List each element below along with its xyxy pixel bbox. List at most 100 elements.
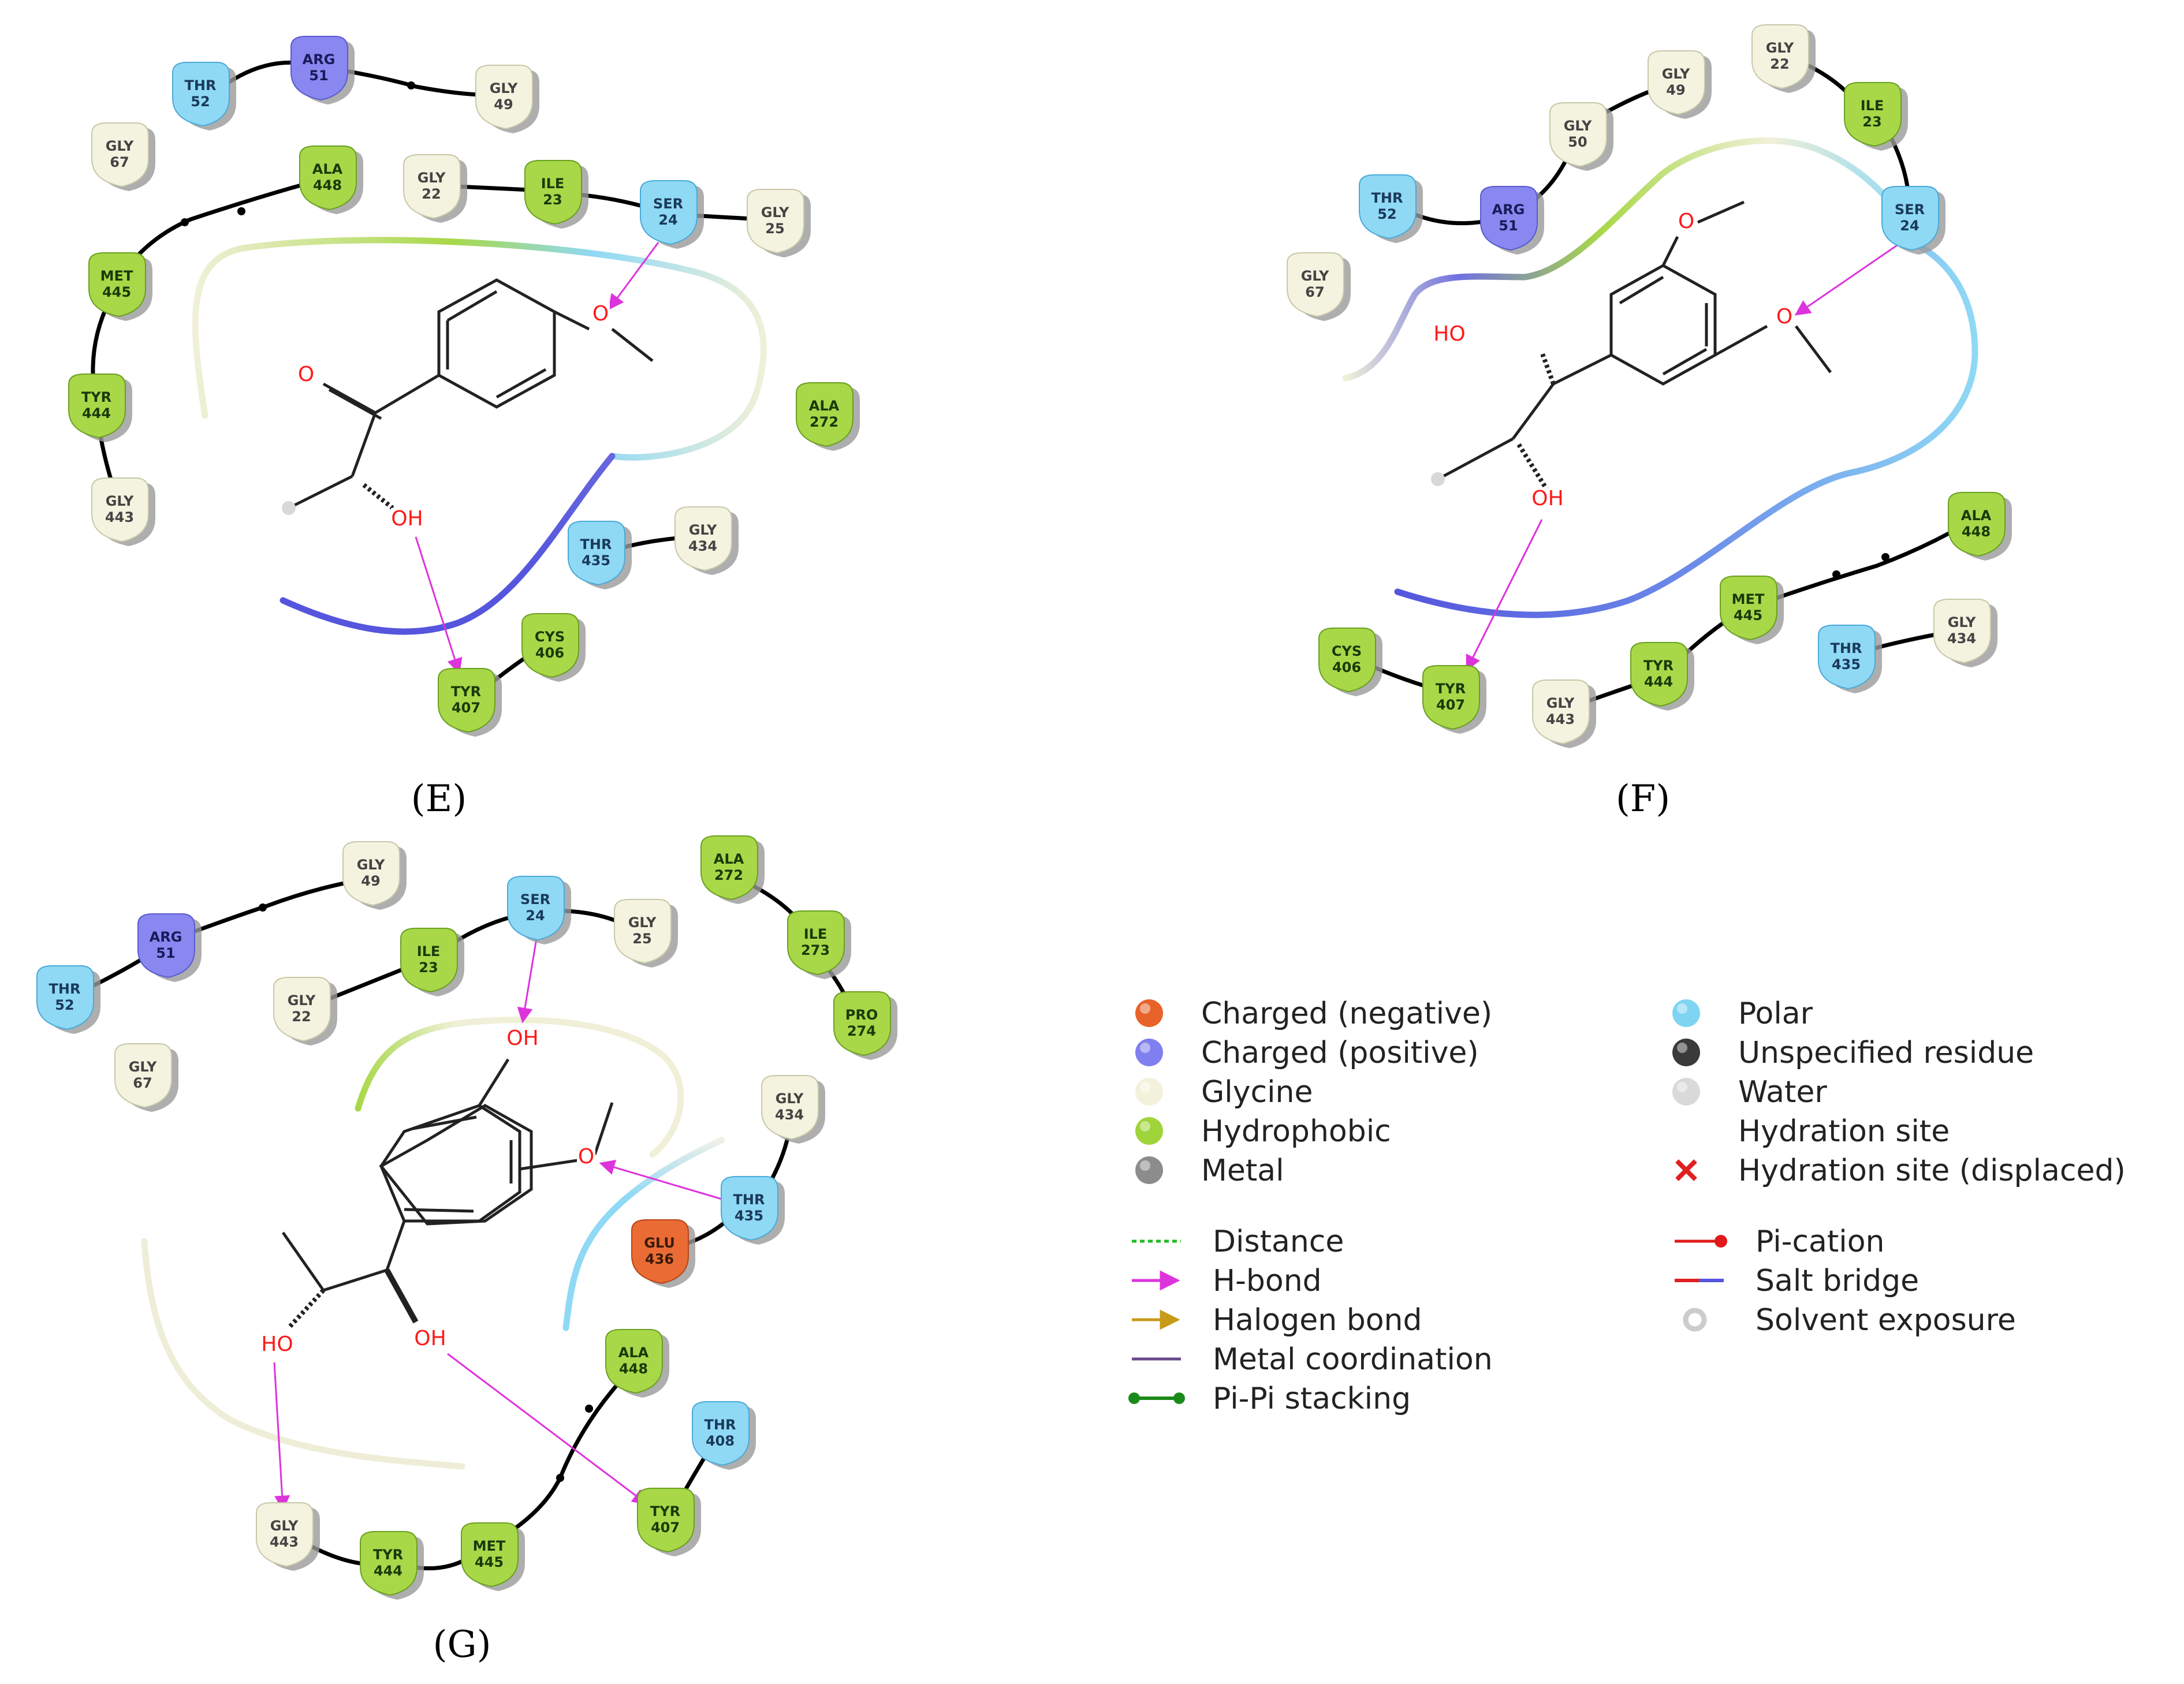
legend-label: H-bond [1213,1264,1322,1298]
residue-number: 273 [801,942,830,958]
legend-item-metal-coordination: Metal coordination [1132,1342,1493,1377]
residue-number: 443 [270,1534,299,1550]
pocket-outline-g [355,1017,684,1158]
residue-number: 448 [619,1361,648,1377]
residue-name: GLY [1546,695,1575,711]
backbone-e-2 [91,177,324,503]
hbond-g-ser24 [517,935,538,1024]
residue-name: MET [473,1538,506,1554]
ligand-atom-label: OH [506,1026,538,1050]
residue-number: 24 [525,908,545,924]
residue-name: ARG [1492,201,1525,218]
residue-number: 52 [55,997,74,1013]
atom-bg [1677,211,1695,234]
pipi-dot [1173,1392,1185,1404]
hbond-f-ser24 [1794,244,1898,316]
residue-marker [1881,186,1939,251]
legend-swatch [1135,999,1163,1027]
residue-name: GLY [761,204,789,221]
residue-name: THR [49,981,81,997]
residue-name: THR [580,536,612,552]
residue-number: 443 [105,509,134,525]
legend-label: Pi-cation [1756,1224,1885,1259]
residue-marker [68,374,126,439]
residue-number: 49 [1666,82,1685,98]
residue-number: 25 [632,931,651,947]
residue-name: SER [1895,201,1925,218]
legend-item-polar: Polar [1672,996,1813,1031]
residue-marker [461,1522,519,1588]
legend-residue-types: Charged (negative)Charged (positive)Glyc… [1135,996,2126,1188]
residue-number: 434 [1947,630,1976,647]
residue-marker [1422,665,1480,730]
residue-name: MET [1732,591,1765,607]
panel-label-g: (G) [433,1623,491,1666]
residue-number: 22 [422,186,441,202]
residue-name: ALA [618,1345,649,1361]
residue-name: GLY [490,80,518,96]
residue-marker [91,477,149,543]
residue-number: 434 [688,538,717,554]
legend-label: Metal coordination [1213,1342,1493,1377]
legend-swatch [1672,999,1700,1027]
residue-marker [674,506,732,572]
residue-number: 407 [1436,697,1465,713]
residue-number: 444 [1644,674,1673,690]
pocket-outline-g-blue [562,1137,725,1331]
legend-swatch-highlight [1677,1043,1687,1053]
residue-number: 274 [847,1023,876,1039]
ligand-f [1437,200,1832,492]
ligand-atom-label: OH [414,1327,446,1350]
legend-swatch-highlight [1140,1121,1150,1132]
residue-name: CYS [1332,643,1362,659]
hbond-g-thr435 [599,1159,728,1202]
residue-name: GLY [689,522,717,538]
residue-number: 272 [714,867,743,883]
residue-name: THR [185,77,217,94]
legend-item-hydrophobic: Hydrophobic [1135,1114,1391,1149]
residue-number: 408 [706,1433,735,1449]
residue-number: 443 [1546,711,1575,727]
residue-name: SER [520,891,550,908]
residue-name: GLY [129,1059,157,1075]
residue-number: 67 [1305,284,1324,300]
residue-name: ARG [150,929,182,945]
residue-marker [299,145,357,211]
legend-label: Metal [1201,1153,1284,1188]
legend-swatch-highlight [1140,1003,1150,1014]
residue-number: 448 [1962,524,1991,540]
legend-swatch-highlight [1140,1082,1150,1092]
legend-label: Hydration site (displaced) [1738,1153,2126,1188]
residue-name: ILE [541,176,565,192]
legend-label: Solvent exposure [1756,1303,2016,1338]
backbone-e-3 [444,184,763,222]
atom-bg [297,364,315,387]
backbone-node [556,1474,564,1482]
residue-number: 23 [1862,114,1881,130]
ligand-atom-label: HO [261,1332,293,1356]
solvent-exposure-marker [282,501,296,515]
residue-number: 23 [543,192,562,208]
solvent-exposure-marker [1431,472,1445,486]
panel-label-e: (E) [411,778,467,820]
residue-name: GLY [418,170,446,186]
legend-label: Charged (negative) [1201,996,1492,1031]
ligand-atom-label: O [298,363,314,386]
atom-bg [261,1334,293,1357]
residue-marker [721,1176,778,1241]
residue-name: GLY [270,1518,299,1534]
residue-marker [568,521,625,586]
